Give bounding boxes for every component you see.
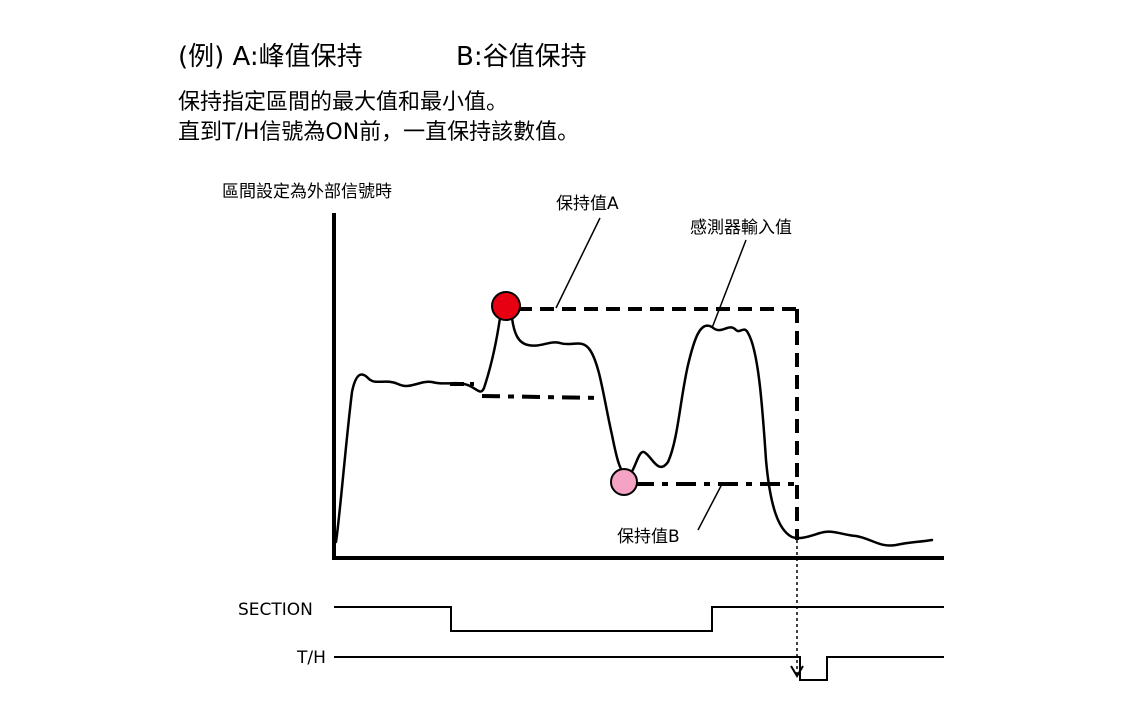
hold-b-leader bbox=[697, 483, 723, 531]
section-signal-waveform bbox=[334, 606, 944, 632]
hold-a-label: 保持值A bbox=[556, 194, 619, 214]
hold-line-low-segment-2 bbox=[481, 394, 601, 400]
description-line-2: 直到T/H信號為ON前，一直保持該數值。 bbox=[178, 120, 580, 145]
hold-a-leader bbox=[555, 217, 601, 309]
sensor-leader bbox=[711, 239, 747, 329]
th-signal-label: T/H bbox=[296, 648, 326, 668]
example-b-title: B:谷值保持 bbox=[456, 42, 587, 72]
sensor-input-label: 感測器輸入值 bbox=[690, 218, 792, 238]
peak-marker bbox=[491, 291, 521, 321]
valley-marker bbox=[610, 468, 638, 496]
example-a-title: (例) A:峰值保持 bbox=[178, 42, 363, 72]
hold-b-label: 保持值B bbox=[617, 527, 680, 547]
th-signal-waveform bbox=[334, 656, 944, 681]
section-signal-label: SECTION bbox=[238, 600, 313, 620]
axis-caption: 區間設定為外部信號時 bbox=[222, 182, 392, 202]
description-line-1: 保持指定區間的最大值和最小值。 bbox=[178, 90, 509, 115]
sensor-input-curve bbox=[334, 307, 934, 547]
